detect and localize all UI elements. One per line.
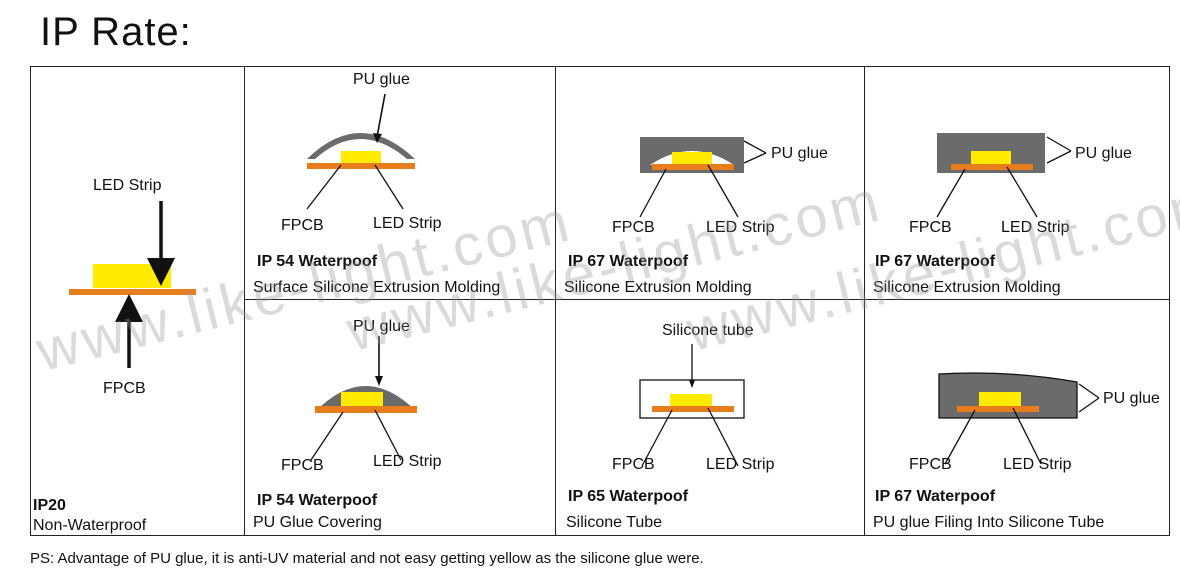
- led-chip: [672, 152, 712, 164]
- led-chip: [670, 394, 712, 406]
- ip54-surface-diagram: [306, 93, 415, 210]
- glue-label: PU glue: [771, 145, 828, 162]
- glue-label: PU glue: [353, 318, 410, 335]
- fpcb-label: FPCB: [909, 456, 952, 473]
- ip67-filling-diagram: [938, 372, 1100, 465]
- divider: [864, 67, 865, 535]
- cell-ip67-filling: PU glue FPCB LED Strip IP 67 Waterpoof P…: [865, 300, 1169, 535]
- cell-ip20: LED Strip FPCB IP20 Non-Waterproof: [31, 67, 244, 535]
- rating-label: IP 54 Waterpoof: [257, 492, 378, 509]
- glue-label: Silicone tube: [662, 322, 754, 339]
- rating-label: IP 54 Waterpoof: [257, 253, 378, 270]
- fpcb-label: FPCB: [909, 219, 952, 236]
- fpcb-label: FPCB: [612, 456, 655, 473]
- led-strip-label: LED Strip: [373, 215, 442, 232]
- led-chip: [979, 392, 1021, 406]
- rating-label: IP 67 Waterpoof: [875, 488, 996, 505]
- led-strip-label: LED Strip: [1001, 219, 1070, 236]
- cell-ip67-extrusion-b: PU glue FPCB LED Strip IP 67 Waterpoof S…: [865, 67, 1169, 299]
- cell-ip54-surface: PU glue FPCB LED Strip IP 54 Waterpoof S…: [245, 67, 555, 299]
- led-strip-label: LED Strip: [93, 177, 162, 194]
- ip67-extrusion-solid-diagram: [936, 133, 1072, 218]
- ip65-tube-diagram: [639, 344, 745, 467]
- cell-ip54-covering: PU glue FPCB LED Strip IP 54 Waterpoof P…: [245, 300, 555, 535]
- divider: [244, 299, 1169, 300]
- method-label: PU Glue Covering: [253, 514, 382, 531]
- method-label: Silicone Extrusion Molding: [873, 279, 1061, 296]
- divider: [555, 67, 556, 535]
- fpcb-board: [307, 163, 415, 169]
- ip67-extrusion-diagram: [639, 137, 767, 218]
- cell-ip65-tube: Silicone tube FPCB LED Strip IP 65 Water…: [556, 300, 864, 535]
- fpcb-board: [652, 406, 734, 412]
- cell-ip67-extrusion-a: PU glue FPCB LED Strip IP 67 Waterpoof S…: [556, 67, 864, 299]
- rating-label: IP 65 Waterpoof: [568, 488, 689, 505]
- footnote: PS: Advantage of PU glue, it is anti-UV …: [30, 550, 704, 567]
- method-label: Silicone Tube: [566, 514, 663, 531]
- method-label: Surface Silicone Extrusion Molding: [253, 279, 501, 296]
- led-strip-label: LED Strip: [706, 456, 775, 473]
- rating-label: IP20: [33, 497, 66, 514]
- page-title: IP Rate:: [40, 10, 192, 54]
- method-label: Silicone Extrusion Molding: [564, 279, 752, 296]
- ip54-covering-diagram: [310, 336, 417, 461]
- led-chip: [971, 151, 1011, 165]
- fpcb-label: FPCB: [281, 457, 324, 474]
- ip20-diagram: [69, 201, 196, 368]
- divider: [244, 67, 245, 535]
- method-label: Non-Waterproof: [33, 517, 147, 534]
- led-chip: [341, 392, 383, 406]
- fpcb-label: FPCB: [612, 219, 655, 236]
- fpcb-board: [957, 406, 1039, 412]
- rating-label: IP 67 Waterpoof: [875, 253, 996, 270]
- glue-label: PU glue: [353, 71, 410, 88]
- rating-label: IP 67 Waterpoof: [568, 253, 689, 270]
- fpcb-board: [951, 164, 1033, 170]
- glue-label: PU glue: [1103, 390, 1160, 407]
- led-strip-label: LED Strip: [1003, 456, 1072, 473]
- fpcb-label: FPCB: [281, 217, 324, 234]
- fpcb-board: [69, 289, 196, 295]
- method-label: PU glue Filing Into Silicone Tube: [873, 514, 1105, 531]
- led-chip: [341, 151, 381, 163]
- led-strip-label: LED Strip: [373, 453, 442, 470]
- fpcb-label: FPCB: [103, 380, 146, 397]
- glue-label: PU glue: [1075, 145, 1132, 162]
- led-strip-label: LED Strip: [706, 219, 775, 236]
- fpcb-board: [652, 164, 734, 170]
- ip-rating-table: LED Strip FPCB IP20 Non-Waterproof PU gl…: [30, 66, 1170, 536]
- fpcb-board: [315, 406, 417, 413]
